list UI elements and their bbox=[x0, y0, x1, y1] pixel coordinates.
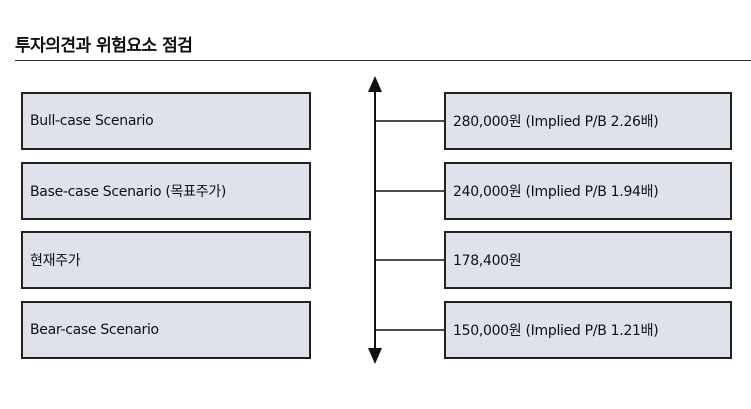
scenario-label: Bear-case Scenario bbox=[30, 322, 159, 338]
scenario-value-box-base: 240,000원 (Implied P/B 1.94배) bbox=[444, 162, 732, 220]
page-title: 투자의견과 위험요소 점검 bbox=[15, 36, 193, 56]
axis-down-arrow-icon bbox=[368, 348, 382, 364]
scenario-label-box-bull: Bull-case Scenario bbox=[21, 92, 311, 150]
scenario-value-box-bear: 150,000원 (Implied P/B 1.21배) bbox=[444, 301, 732, 359]
price-axis bbox=[368, 76, 445, 364]
scenario-value: 240,000원 (Implied P/B 1.94배) bbox=[453, 184, 659, 200]
axis-up-arrow-icon bbox=[368, 76, 382, 92]
scenario-value-box-current: 178,400원 bbox=[444, 231, 732, 289]
scenario-label-box-current: 현재주가 bbox=[21, 231, 311, 289]
scenario-value: 150,000원 (Implied P/B 1.21배) bbox=[453, 323, 659, 339]
scenario-label: Bull-case Scenario bbox=[30, 113, 154, 129]
scenario-value-box-bull: 280,000원 (Implied P/B 2.26배) bbox=[444, 92, 732, 150]
scenario-label: 현재주가 bbox=[30, 253, 81, 269]
scenario-value: 280,000원 (Implied P/B 2.26배) bbox=[453, 114, 659, 130]
title-divider bbox=[15, 60, 751, 61]
scenario-label-box-base: Base-case Scenario (목표주가) bbox=[21, 162, 311, 220]
scenario-label-box-bear: Bear-case Scenario bbox=[21, 301, 311, 359]
scenario-label: Base-case Scenario (목표주가) bbox=[30, 184, 227, 200]
scenario-value: 178,400원 bbox=[453, 253, 522, 269]
